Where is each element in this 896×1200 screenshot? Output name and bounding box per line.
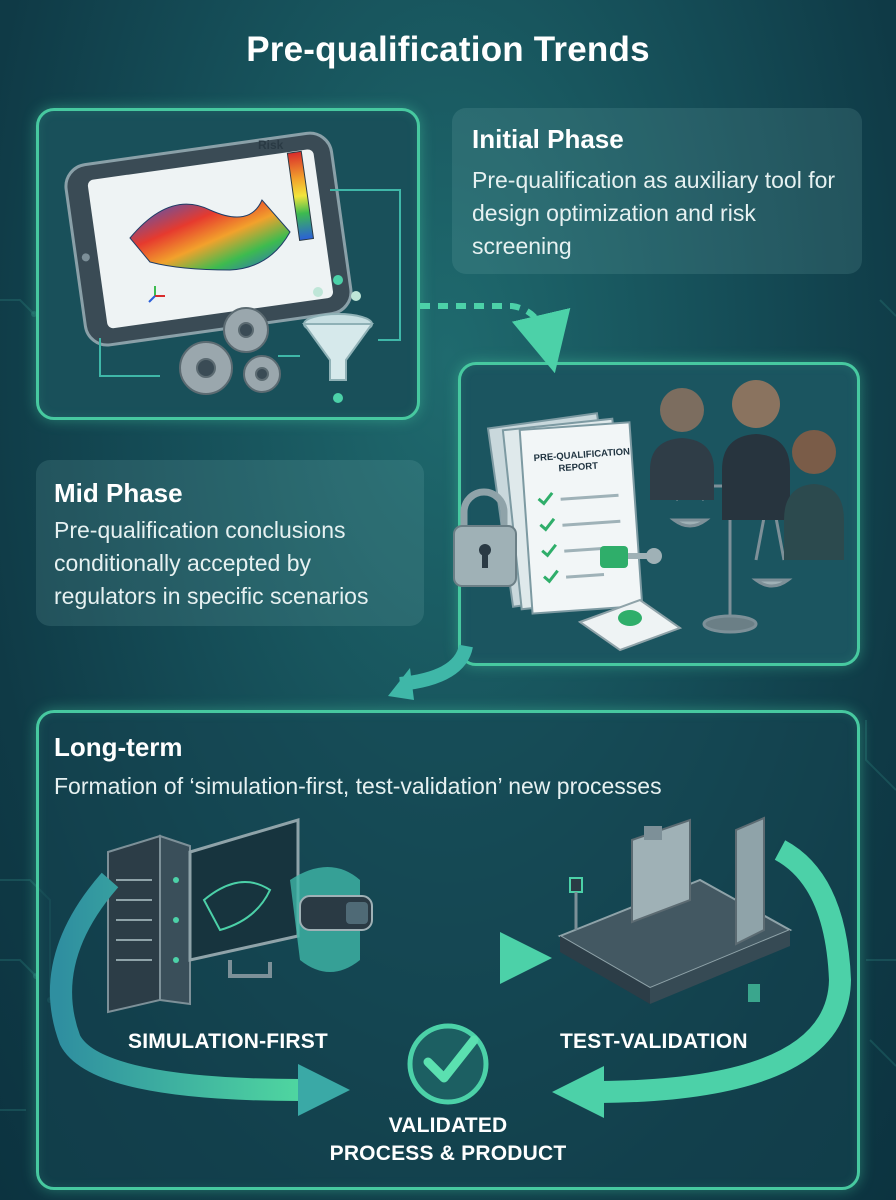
regulators-icon bbox=[650, 380, 844, 560]
initial-phase-textbox bbox=[452, 108, 862, 274]
vr-headset-icon bbox=[290, 867, 373, 972]
validated-label-line2: PROCESS & PRODUCT bbox=[329, 1142, 567, 1165]
funnel-icon bbox=[302, 275, 374, 403]
mid-phase-textbox bbox=[36, 460, 424, 626]
checkmark-icon bbox=[407, 1023, 489, 1105]
key-icon bbox=[600, 546, 662, 568]
gear-icon bbox=[179, 307, 281, 395]
risk-scale-label: Risk bbox=[258, 138, 284, 152]
initial-phase-description: Pre-qualification as auxiliary tool for … bbox=[472, 167, 836, 259]
risk-heatmap-icon: Risk bbox=[129, 138, 315, 303]
page-title: Pre-qualification Trends bbox=[246, 30, 650, 69]
test-validation-label: TEST-VALIDATION bbox=[560, 1030, 748, 1053]
monitor-icon bbox=[188, 817, 300, 978]
mid-phase-description: Pre-qualification conclusions conditiona… bbox=[54, 517, 369, 609]
report-title-line2: REPORT bbox=[558, 461, 598, 475]
server-rack-icon bbox=[107, 834, 191, 1014]
long-term-description: Formation of ‘simulation-first, test-val… bbox=[54, 773, 662, 799]
validated-label-line1: VALIDATED bbox=[388, 1114, 508, 1137]
report-icon: PRE-QUALIFICATION REPORT bbox=[486, 412, 644, 615]
simulation-first-label: SIMULATION-FIRST bbox=[128, 1030, 328, 1053]
mid-phase-heading: Mid Phase bbox=[54, 478, 183, 508]
padlock-icon bbox=[453, 488, 517, 587]
initial-phase-heading: Initial Phase bbox=[472, 124, 624, 154]
long-term-heading: Long-term bbox=[54, 732, 183, 762]
approval-paper-icon bbox=[577, 598, 683, 652]
validated-label: VALIDATED PROCESS & PRODUCT bbox=[300, 1112, 596, 1168]
test-rig-icon bbox=[557, 816, 793, 1004]
